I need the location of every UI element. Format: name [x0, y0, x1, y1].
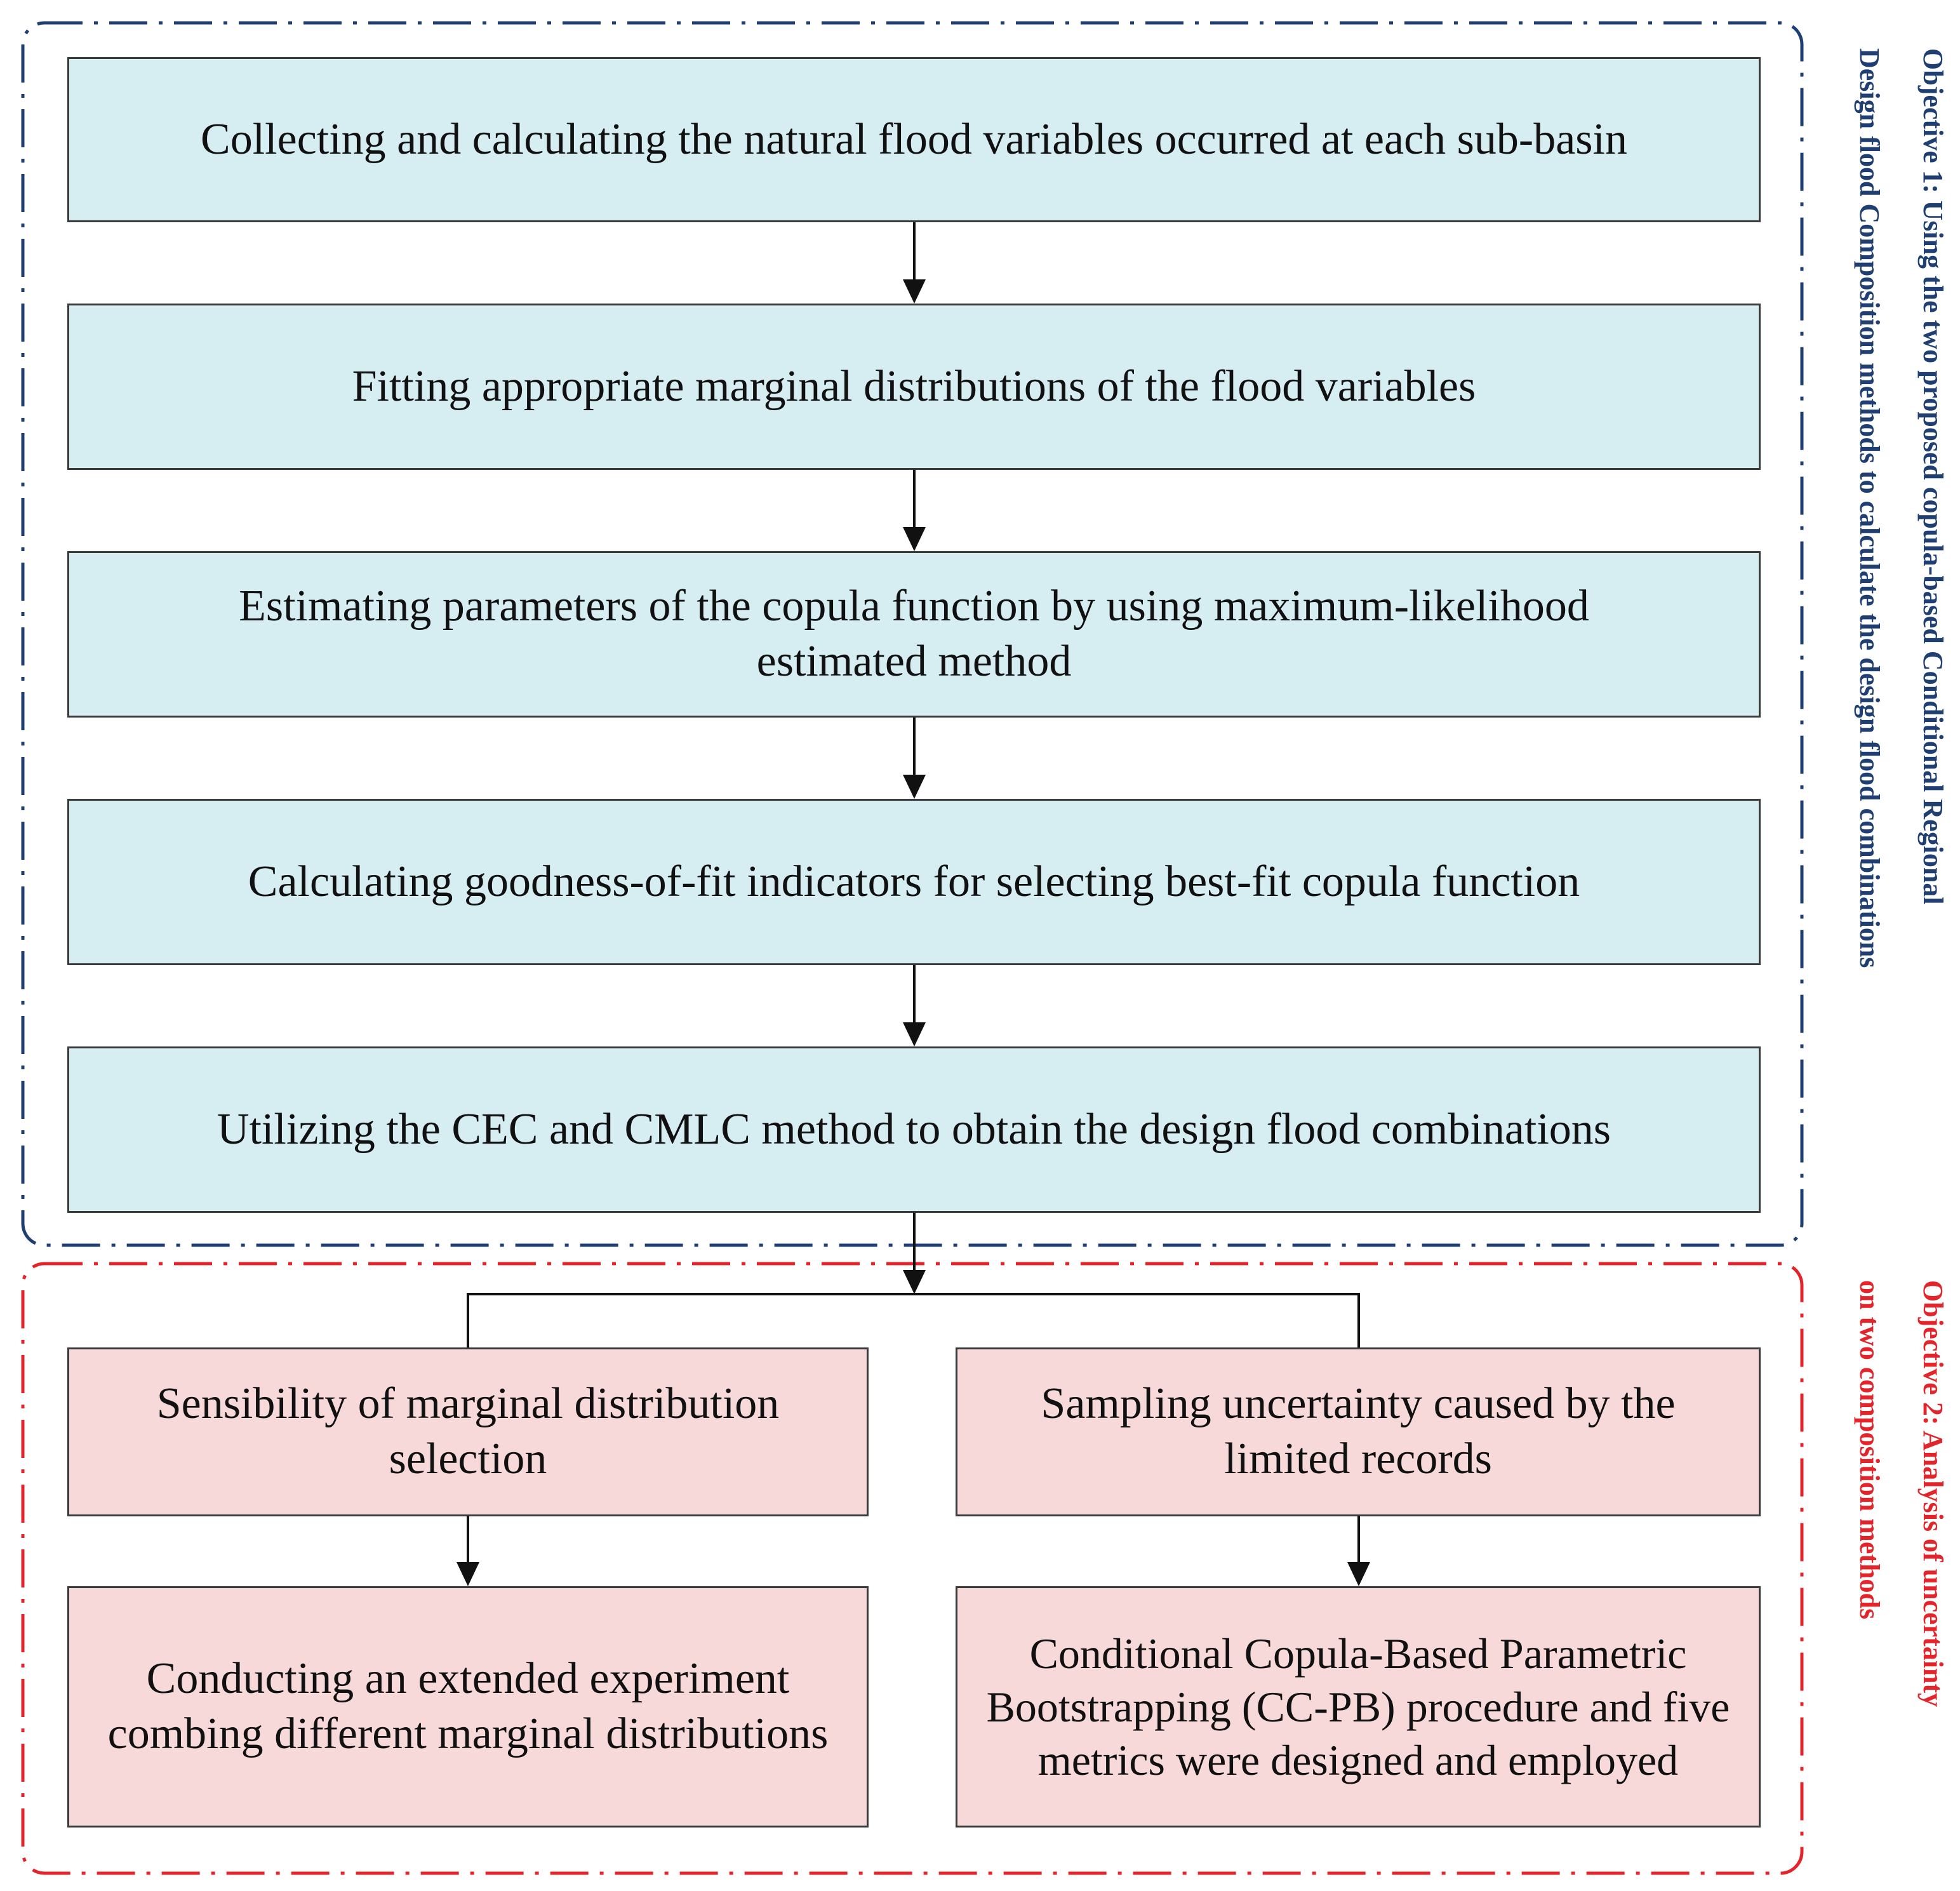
arrowhead-right	[1347, 1562, 1370, 1586]
step-1-text: Collecting and calculating the natural f…	[201, 114, 1627, 164]
arrowhead-3	[903, 775, 926, 799]
arrowhead-5	[903, 1270, 926, 1294]
box-marginal-distribution-sensibility: Sensibility of marginal distribution sel…	[67, 1347, 869, 1516]
step-fitting-marginal-distributions: Fitting appropriate marginal distributio…	[67, 304, 1761, 470]
arrowhead-4	[903, 1022, 926, 1046]
connectors	[467, 222, 1360, 1567]
arrowhead-2	[903, 527, 926, 551]
objective1-label-line1: Objective 1: Using the two proposed copu…	[1917, 48, 1949, 905]
box-cc-pb-procedure: Conditional Copula-Based Parametric Boot…	[956, 1586, 1761, 1828]
objective1-frame	[21, 21, 1804, 1247]
objective2-frame	[21, 1262, 1804, 1875]
split-connector	[467, 1293, 1360, 1347]
objective2-label-line1: Objective 2: Analysis of uncertainty	[1917, 1280, 1949, 1707]
step-4-text: Calculating goodness-of-fit indicators f…	[248, 857, 1580, 906]
left-top-text: Sensibility of marginal distribution sel…	[156, 1379, 780, 1483]
step-3-text: Estimating parameters of the copula func…	[239, 582, 1589, 686]
arrowheads	[457, 279, 1370, 1586]
box-extended-experiment: Conducting an extended experiment combin…	[67, 1586, 869, 1828]
left-bottom-text: Conducting an extended experiment combin…	[107, 1654, 829, 1758]
objective2-label-line2: on two composition methods	[1854, 1280, 1885, 1620]
step-2-text: Fitting appropriate marginal distributio…	[352, 361, 1476, 411]
step-estimating-copula-parameters: Estimating parameters of the copula func…	[67, 551, 1761, 718]
right-bottom-text: Conditional Copula-Based Parametric Boot…	[986, 1629, 1730, 1785]
step-5-text: Utilizing the CEC and CMLC method to obt…	[217, 1104, 1611, 1154]
step-cec-cmlc-method: Utilizing the CEC and CMLC method to obt…	[67, 1046, 1761, 1213]
step-collecting-flood-variables: Collecting and calculating the natural f…	[67, 57, 1761, 222]
arrowhead-1	[903, 279, 926, 304]
box-sampling-uncertainty: Sampling uncertainty caused by the limit…	[956, 1347, 1761, 1516]
arrowhead-left	[457, 1562, 479, 1586]
right-top-text: Sampling uncertainty caused by the limit…	[1041, 1379, 1676, 1483]
step-goodness-of-fit: Calculating goodness-of-fit indicators f…	[67, 799, 1761, 965]
objective1-label-line2: Design flood Composition methods to calc…	[1854, 48, 1885, 968]
